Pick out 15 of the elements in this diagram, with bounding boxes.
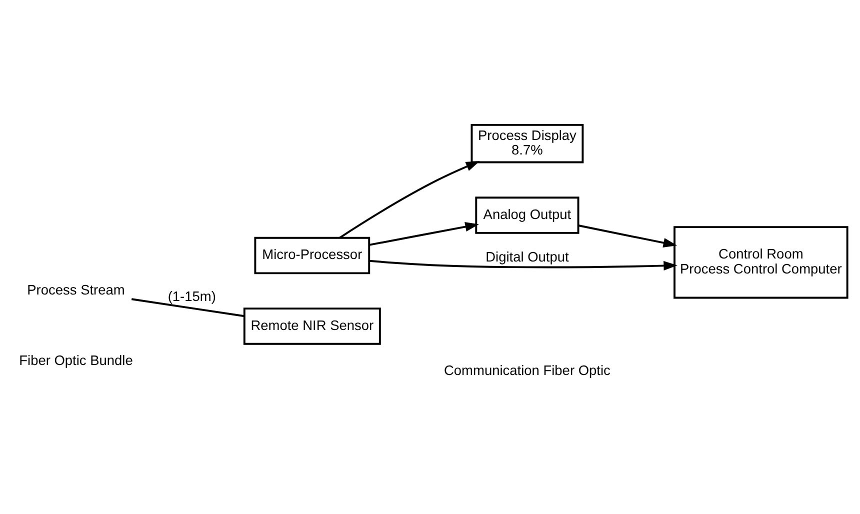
arrow — [368, 222, 479, 246]
node-text: Process Stream — [27, 282, 125, 298]
label: Communication Fiber Optic — [444, 363, 610, 378]
arrow — [339, 161, 480, 239]
connector — [131, 298, 244, 318]
node-box: Remote NIR Sensor — [243, 308, 381, 345]
node-box: Analog Output — [475, 196, 580, 234]
node-box: Control Room Process Control Computer — [674, 226, 848, 299]
arrow — [578, 224, 678, 248]
node-box: Process Display 8.7% — [470, 124, 584, 164]
label: Fiber Optic Bundle — [19, 353, 133, 368]
node-box: Micro-Processor — [254, 236, 370, 274]
edge-label: Digital Output — [486, 250, 569, 265]
edge-label: (1-15m) — [168, 288, 216, 304]
arrow — [369, 260, 678, 271]
